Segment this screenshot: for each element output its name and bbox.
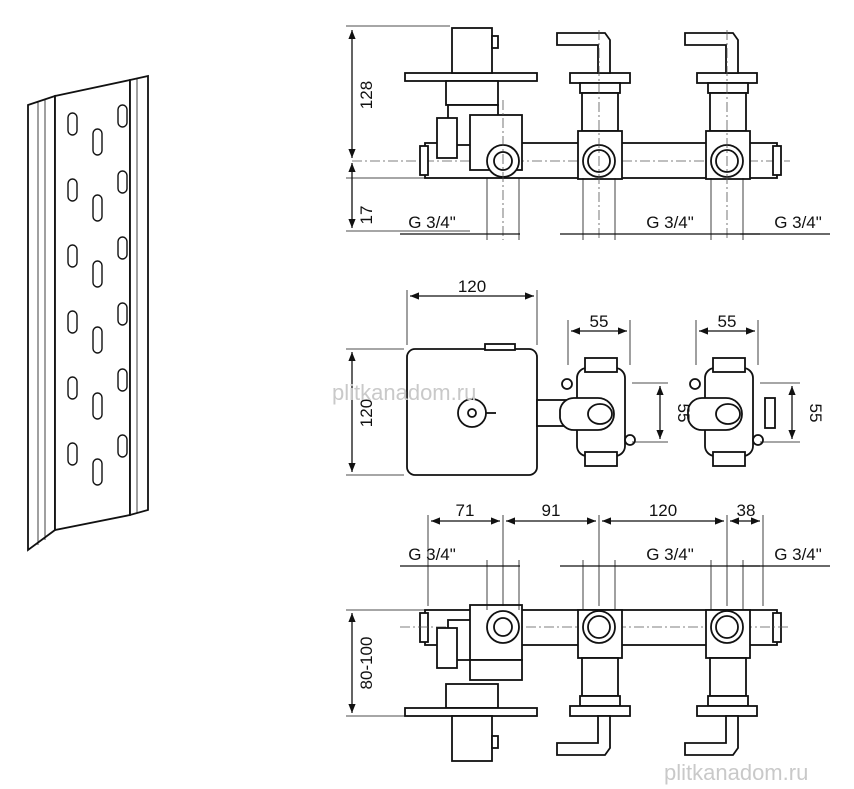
rail-slot bbox=[92, 260, 103, 288]
watermark-bottom: plitkanadom.ru bbox=[664, 760, 808, 785]
rail-slot bbox=[117, 170, 128, 194]
rail-slot bbox=[117, 302, 128, 326]
rail-slot bbox=[92, 326, 103, 354]
top-thread-right: G 3/4" bbox=[774, 213, 822, 232]
bottom-thread-left: G 3/4" bbox=[408, 545, 456, 564]
top-dim-height: 128 bbox=[357, 81, 376, 109]
mid-dim-box-height: 120 bbox=[357, 399, 376, 427]
rail-slot bbox=[67, 442, 78, 466]
top-dim-offset: 17 bbox=[357, 206, 376, 225]
bottom-dim-d: 38 bbox=[737, 501, 756, 520]
bottom-dim-depth: 80-100 bbox=[357, 637, 376, 690]
top-thread-left: G 3/4" bbox=[408, 213, 456, 232]
bottom-thread-mid: G 3/4" bbox=[646, 545, 694, 564]
mid-dim-left-valve-width: 55 bbox=[590, 312, 609, 331]
rail-slot bbox=[67, 376, 78, 400]
rail-slot bbox=[67, 178, 78, 202]
top-thread-mid: G 3/4" bbox=[646, 213, 694, 232]
rail-slot bbox=[67, 112, 78, 136]
mounting-rail bbox=[27, 74, 149, 552]
rail-slot bbox=[67, 244, 78, 268]
bottom-dim-c: 120 bbox=[649, 501, 677, 520]
rail-slot bbox=[92, 458, 103, 486]
mid-dim-box-width: 120 bbox=[458, 277, 486, 296]
rail-slot bbox=[92, 128, 103, 156]
rail-slot bbox=[67, 310, 78, 334]
rail-slots bbox=[67, 104, 128, 486]
rail-slot bbox=[92, 392, 103, 420]
top-view bbox=[346, 25, 830, 240]
mid-dim-left-valve-height: 55 bbox=[674, 404, 693, 423]
rail-slot bbox=[92, 194, 103, 222]
mid-dim-right-valve-height: 55 bbox=[806, 404, 825, 423]
rail-slot bbox=[117, 236, 128, 260]
bottom-dim-a: 71 bbox=[456, 501, 475, 520]
middle-view bbox=[346, 290, 800, 476]
rail-slot bbox=[117, 368, 128, 392]
mid-dim-right-valve-width: 55 bbox=[718, 312, 737, 331]
bottom-dim-b: 91 bbox=[542, 501, 561, 520]
watermark-middle: plitkanadom.ru bbox=[332, 380, 476, 405]
rail-slot bbox=[117, 104, 128, 128]
bottom-view bbox=[346, 515, 830, 762]
rail-slot bbox=[117, 434, 128, 458]
bottom-thread-right: G 3/4" bbox=[774, 545, 822, 564]
